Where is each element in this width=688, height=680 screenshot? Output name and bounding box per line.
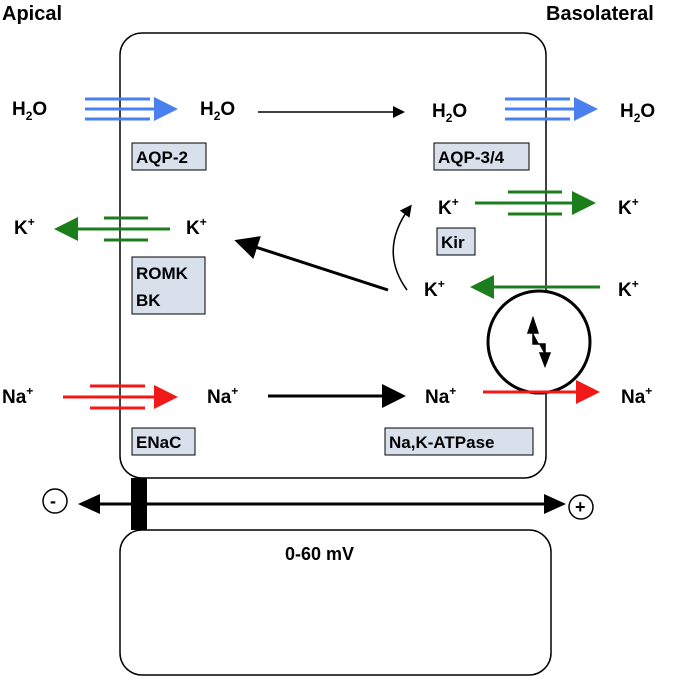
potential-axis-left-head	[78, 494, 100, 514]
svg-text:Na+: Na+	[207, 384, 238, 408]
romk-channel-arrow	[54, 216, 170, 242]
k-intracellular-arrow	[234, 236, 389, 292]
svg-text:H2O: H2O	[12, 99, 47, 123]
na-basolateral-right: Na+	[621, 384, 652, 408]
pump-exchange-icon	[526, 315, 552, 369]
minus-icon: -	[42, 488, 68, 514]
potential-value: 0-60 mV	[285, 544, 354, 564]
kir-label: Kir	[436, 227, 476, 256]
enac-channel-arrow	[63, 384, 178, 410]
na-apical-left: Na+	[2, 384, 33, 408]
potential-axis-right-head	[544, 494, 566, 514]
basolateral-label: Basolateral	[546, 3, 654, 25]
svg-text:H2O: H2O	[620, 101, 655, 125]
bk-text: BK	[136, 291, 161, 310]
enac-label: ENaC	[131, 427, 196, 456]
k-apical-left: K+	[14, 215, 35, 239]
aqp2-label: AQP-2	[131, 142, 207, 171]
k-apical-intracellular: K+	[186, 215, 207, 239]
svg-text:-: -	[50, 491, 56, 511]
k-basolateral-lower: K+	[424, 277, 445, 301]
apical-label: Apical	[2, 3, 62, 25]
plus-icon: +	[568, 494, 594, 520]
svg-text:+: +	[575, 497, 586, 517]
nakatpase-label: Na,K-ATPase	[384, 427, 534, 456]
svg-text:K+: K+	[618, 195, 639, 219]
svg-text:K+: K+	[186, 215, 207, 239]
svg-text:AQP-3/4: AQP-3/4	[438, 148, 505, 167]
romk-bk-label: ROMK BK	[131, 256, 206, 315]
svg-text:Na+: Na+	[425, 384, 456, 408]
svg-text:Na+: Na+	[2, 384, 33, 408]
aqp34-channel-arrow	[505, 97, 598, 121]
svg-text:H2O: H2O	[200, 99, 235, 123]
na-apical-intracellular: Na+	[207, 384, 238, 408]
svg-text:Kir: Kir	[441, 233, 465, 252]
romk-text: ROMK	[136, 264, 189, 283]
na-basolateral-intracellular: Na+	[425, 384, 456, 408]
k-recycle-curved-arrow	[392, 204, 412, 291]
svg-text:Na+: Na+	[621, 384, 652, 408]
water-apical-left: H2O	[12, 99, 47, 123]
nak-pump-circle	[486, 289, 592, 395]
water-basolateral-intracellular: H2O	[432, 101, 467, 125]
svg-text:Na,K-ATPase: Na,K-ATPase	[389, 433, 495, 452]
svg-text:K+: K+	[14, 215, 35, 239]
k-basolateral-right-upper: K+	[618, 195, 639, 219]
k-basolateral-upper: K+	[438, 195, 459, 219]
cell-upper	[119, 32, 547, 479]
water-basolateral-right: H2O	[620, 101, 655, 125]
svg-text:ENaC: ENaC	[136, 433, 181, 452]
aqp34-label: AQP-3/4	[433, 142, 530, 171]
svg-text:K+: K+	[424, 277, 445, 301]
svg-text:K+: K+	[438, 195, 459, 219]
aqp2-channel-arrow	[85, 97, 178, 121]
svg-text:K+: K+	[618, 277, 639, 301]
k-basolateral-right-lower: K+	[618, 277, 639, 301]
svg-text:H2O: H2O	[432, 101, 467, 125]
water-apical-intracellular: H2O	[200, 99, 235, 123]
svg-text:AQP-2: AQP-2	[136, 148, 188, 167]
kir-channel-arrow	[475, 190, 596, 216]
cell-lower	[119, 529, 552, 676]
